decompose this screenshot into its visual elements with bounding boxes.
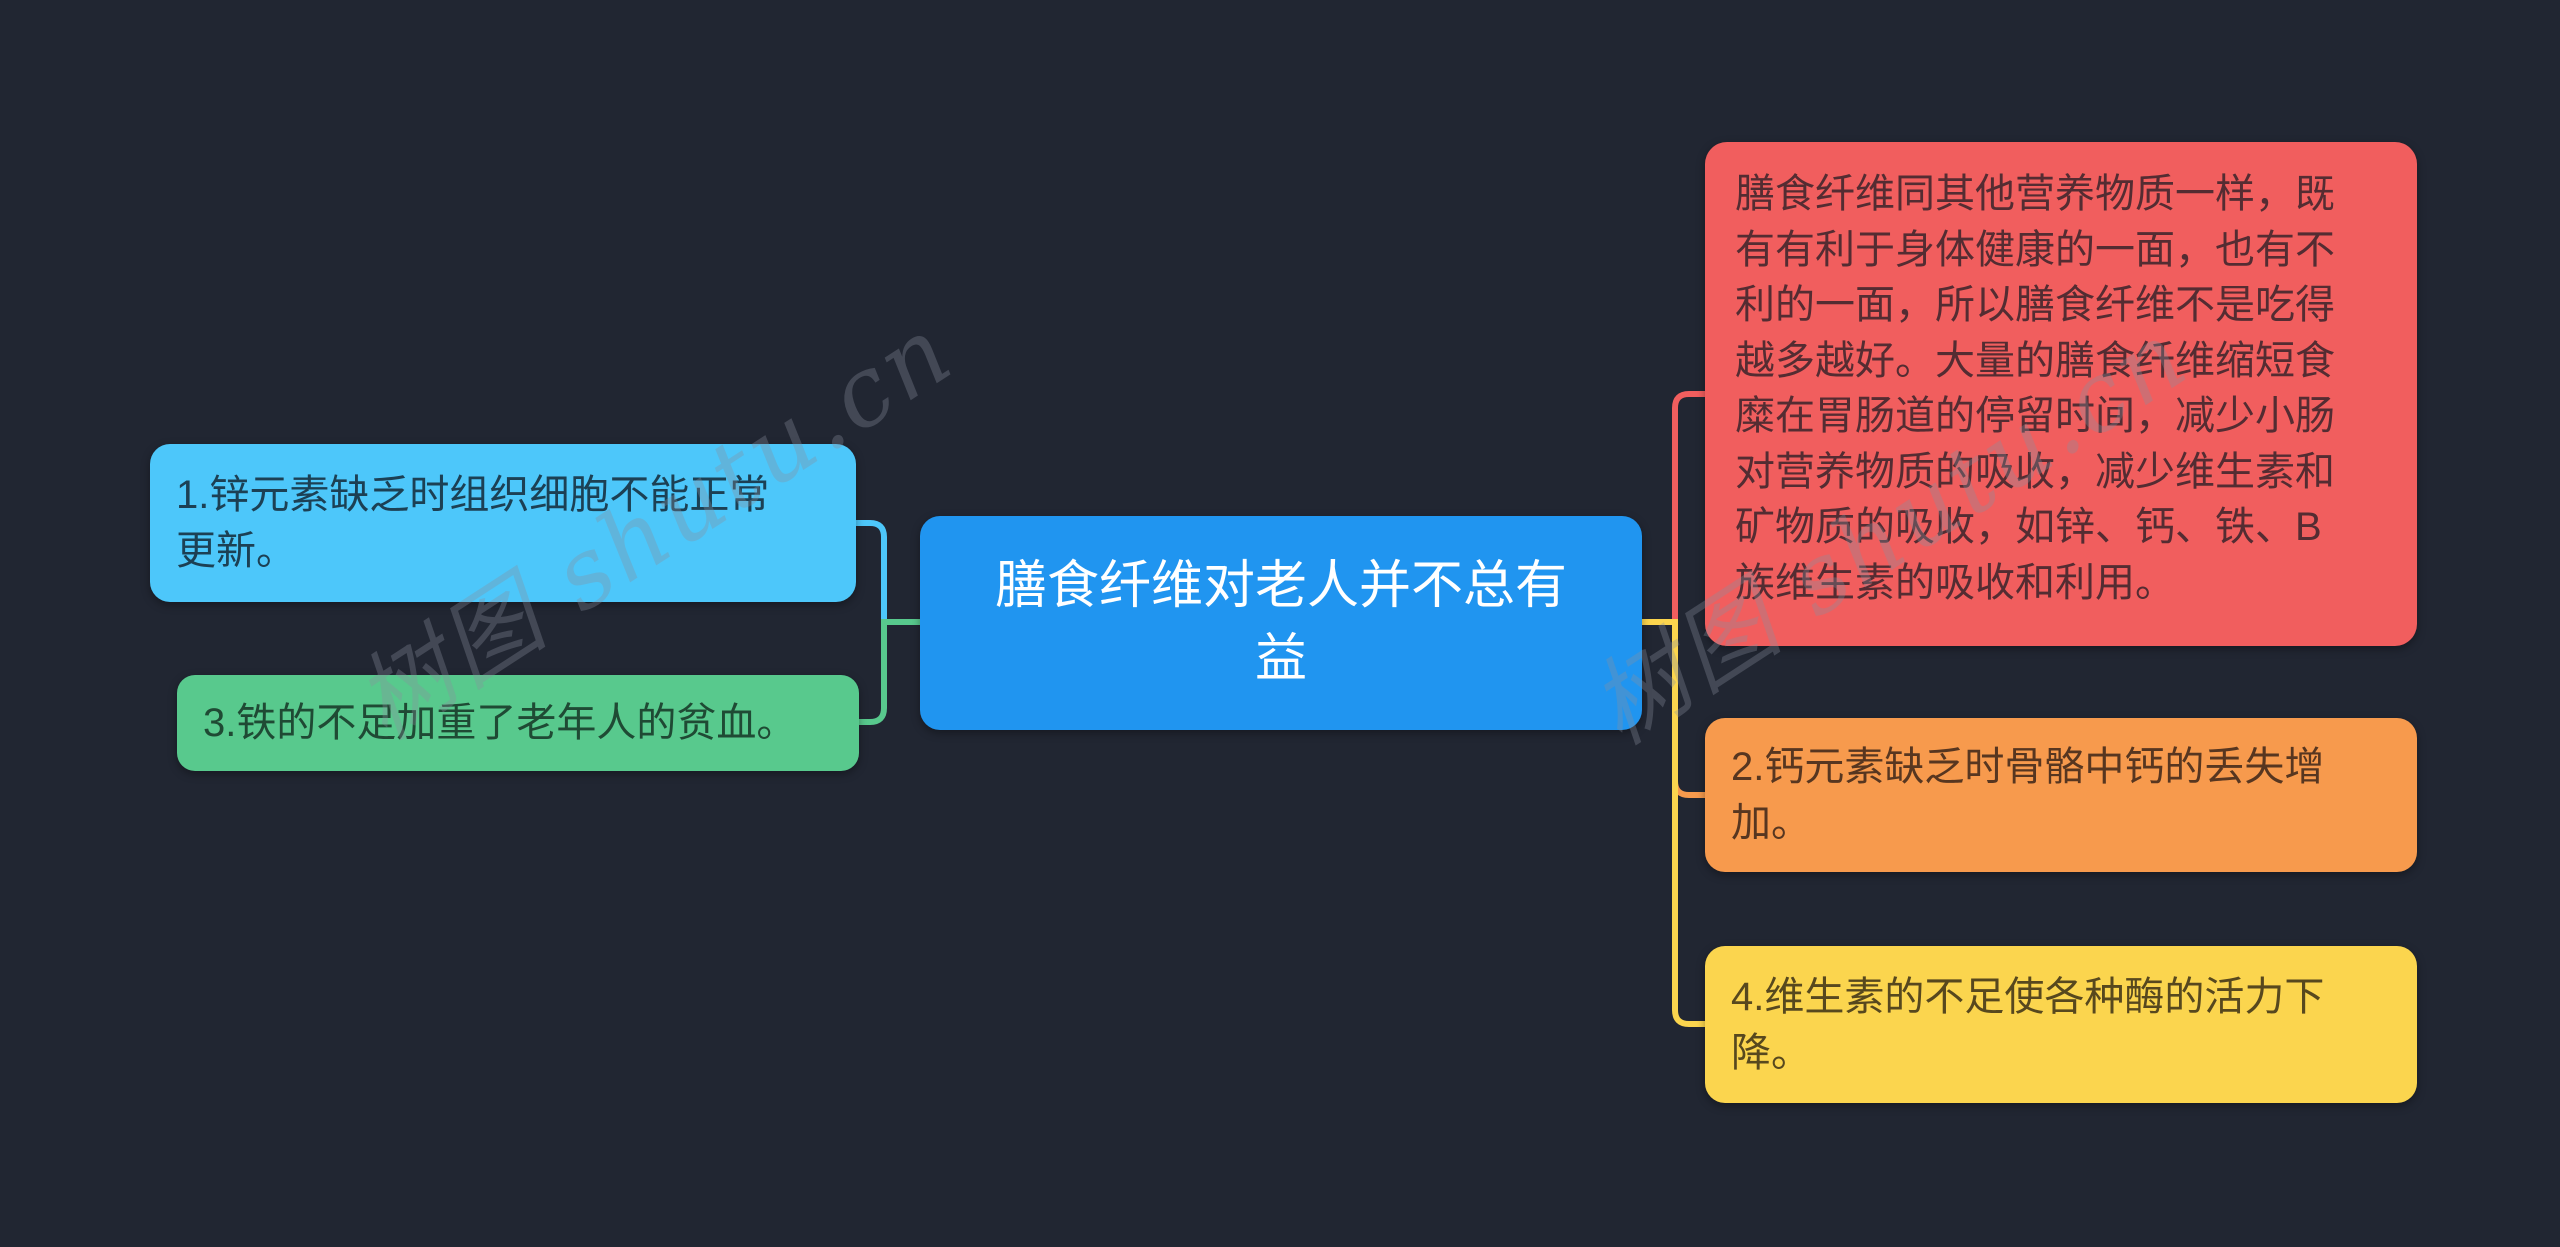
- calcium-node-label: 2.钙元素缺乏时骨骼中钙的丢失增 加。: [1731, 745, 2325, 845]
- root-node-label: 膳食纤维对老人并不总有 益: [994, 557, 1567, 688]
- connector-right-branch-1: [1638, 391, 1710, 625]
- mindmap-node-root[interactable]: 膳食纤维对老人并不总有 益: [920, 516, 1642, 730]
- zinc-node-label: 1.锌元素缺乏时组织细胞不能正常 更新。: [176, 473, 770, 573]
- mindmap-node-calcium[interactable]: 2.钙元素缺乏时骨骼中钙的丢失增 加。: [1705, 718, 2417, 872]
- fiber-detail-node-label: 膳食纤维同其他营养物质一样，既 有有利于身体健康的一面，也有不 利的一面，所以膳…: [1735, 172, 2335, 605]
- connector-right-branch-4: [1638, 619, 1710, 1027]
- mindmap-node-zinc[interactable]: 1.锌元素缺乏时组织细胞不能正常 更新。: [150, 444, 856, 602]
- connector-left-branch-3: [853, 619, 924, 725]
- mindmap-node-fiber-detail[interactable]: 膳食纤维同其他营养物质一样，既 有有利于身体健康的一面，也有不 利的一面，所以膳…: [1705, 142, 2417, 646]
- iron-node-label: 3.铁的不足加重了老年人的贫血。: [203, 701, 797, 745]
- mindmap-node-iron[interactable]: 3.铁的不足加重了老年人的贫血。: [177, 675, 859, 771]
- vitamin-node-label: 4.维生素的不足使各种酶的活力下 降。: [1731, 974, 2325, 1075]
- mindmap-node-vitamin[interactable]: 4.维生素的不足使各种酶的活力下 降。: [1705, 946, 2417, 1103]
- connector-left-branch-1: [850, 520, 924, 625]
